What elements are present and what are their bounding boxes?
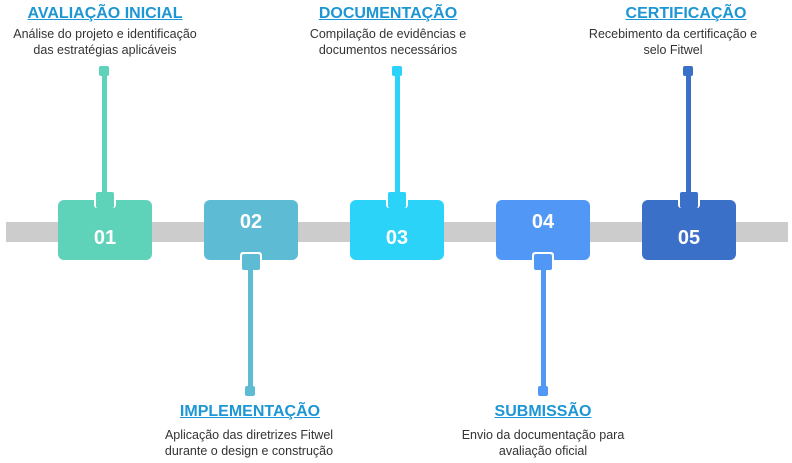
step-1-description: Análise do projeto e identificação das e… [0,26,220,58]
step-1-end-marker [99,66,109,76]
step-3-desc-line-1: Compilação de evidências e [309,27,467,41]
step-5-desc-line-1: Recebimento da certificação e [588,27,758,41]
step-2-end-marker [245,386,255,396]
step-1-box: 01 [58,200,152,260]
step-1-stem [102,72,107,200]
step-3-connector [388,192,406,208]
step-4-stem [541,262,546,390]
step-2-title: IMPLEMENTAÇÃO [179,403,321,420]
step-5-box: 05 [642,200,736,260]
step-3-description: Compilação de evidências e documentos ne… [273,26,503,58]
step-1-connector [96,192,114,208]
step-5-description: Recebimento da certificação e selo Fitwe… [558,26,788,58]
step-4-description: Envio da documentação para avaliação ofi… [428,427,658,459]
step-2-description: Aplicação das diretrizes Fitwel durante … [134,427,364,459]
step-2-number: 02 [239,211,263,233]
step-4-box: 04 [496,200,590,260]
step-1-desc-line-1: Análise do projeto e identificação [13,27,197,41]
step-5-stem [686,72,691,200]
step-3-title: DOCUMENTAÇÃO [318,5,458,22]
step-3-end-marker [392,66,402,76]
step-5-desc-line-2: selo Fitwel [643,43,703,57]
step-3-desc-line-2: documentos necessários [318,43,458,57]
step-5-connector [680,192,698,208]
step-4-connector [534,254,552,270]
step-4-end-marker [538,386,548,396]
step-3-number: 03 [385,227,409,249]
step-4-desc-line-1: Envio da documentação para [461,428,625,442]
step-5-title: CERTIFICAÇÃO [625,5,747,22]
step-4-desc-line-2: avaliação oficial [498,444,588,458]
step-3-stem [395,72,400,200]
step-4-title: SUBMISSÃO [494,403,592,420]
step-4-number: 04 [531,211,555,233]
step-2-desc-line-1: Aplicação das diretrizes Fitwel [164,428,334,442]
step-1-desc-line-2: das estratégias aplicáveis [33,43,177,57]
step-1-title: AVALIAÇÃO INICIAL [27,5,183,22]
step-2-desc-line-2: durante o design e construção [164,444,334,458]
step-5-number: 05 [677,227,701,249]
step-2-stem [248,262,253,390]
step-1-number: 01 [93,227,117,249]
step-5-end-marker [683,66,693,76]
step-3-box: 03 [350,200,444,260]
step-2-box: 02 [204,200,298,260]
step-2-connector [242,254,260,270]
